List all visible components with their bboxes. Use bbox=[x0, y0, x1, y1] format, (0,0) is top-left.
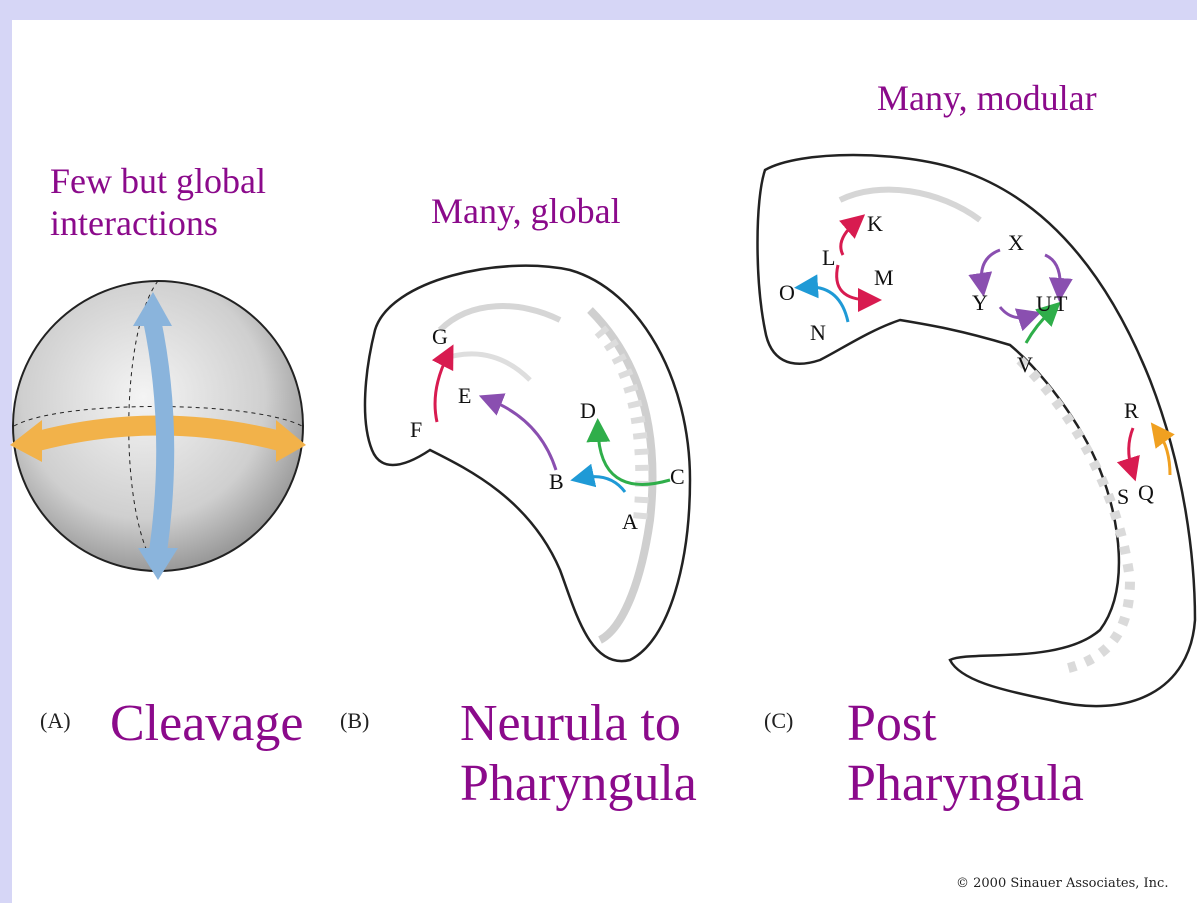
caption-cleavage-interactions: Few but global interactions bbox=[50, 160, 266, 244]
label-d: D bbox=[580, 398, 596, 423]
stage-title-cleavage: Cleavage bbox=[110, 694, 303, 754]
label-g: G bbox=[432, 324, 448, 349]
stage-title-post-line-1: Post bbox=[847, 694, 1084, 754]
label-q: Q bbox=[1138, 480, 1154, 505]
stage-title-post-line-2: Pharyngula bbox=[847, 754, 1084, 814]
panel-letter-b: (B) bbox=[340, 708, 369, 734]
label-l: L bbox=[822, 245, 835, 270]
stage-title-post: Post Pharyngula bbox=[847, 694, 1084, 814]
neurula-embryo: G E F D B C A bbox=[365, 266, 690, 661]
label-u: U bbox=[1036, 291, 1052, 316]
caption-line-1: Few but global bbox=[50, 160, 266, 202]
label-m: M bbox=[874, 265, 894, 290]
label-t: T bbox=[1054, 291, 1068, 316]
copyright-notice: © 2000 Sinauer Associates, Inc. bbox=[956, 876, 1168, 891]
label-c: C bbox=[670, 464, 685, 489]
label-y: Y bbox=[972, 290, 988, 315]
label-v: V bbox=[1017, 352, 1033, 377]
label-x: X bbox=[1008, 230, 1024, 255]
stage-title-neurula-line-2: Pharyngula bbox=[460, 754, 697, 814]
cleavage-sphere bbox=[10, 281, 306, 580]
label-o: O bbox=[779, 280, 795, 305]
panel-letter-c: (C) bbox=[764, 708, 793, 734]
label-a: A bbox=[622, 509, 638, 534]
caption-neurula-interactions: Many, global bbox=[431, 190, 621, 232]
caption-post-interactions: Many, modular bbox=[877, 77, 1097, 119]
label-n: N bbox=[810, 320, 826, 345]
stage-title-neurula-line-1: Neurula to bbox=[460, 694, 697, 754]
label-s: S bbox=[1117, 484, 1129, 509]
label-b: B bbox=[549, 469, 564, 494]
label-f: F bbox=[410, 417, 422, 442]
stage-title-neurula: Neurula to Pharyngula bbox=[460, 694, 697, 814]
label-r: R bbox=[1124, 398, 1139, 423]
caption-line-2: interactions bbox=[50, 202, 266, 244]
panel-letter-a: (A) bbox=[40, 708, 71, 734]
label-k: K bbox=[867, 211, 883, 236]
label-e: E bbox=[458, 383, 471, 408]
post-pharyngula-embryo: K L M O N X Y U T V R S Q bbox=[758, 155, 1196, 706]
